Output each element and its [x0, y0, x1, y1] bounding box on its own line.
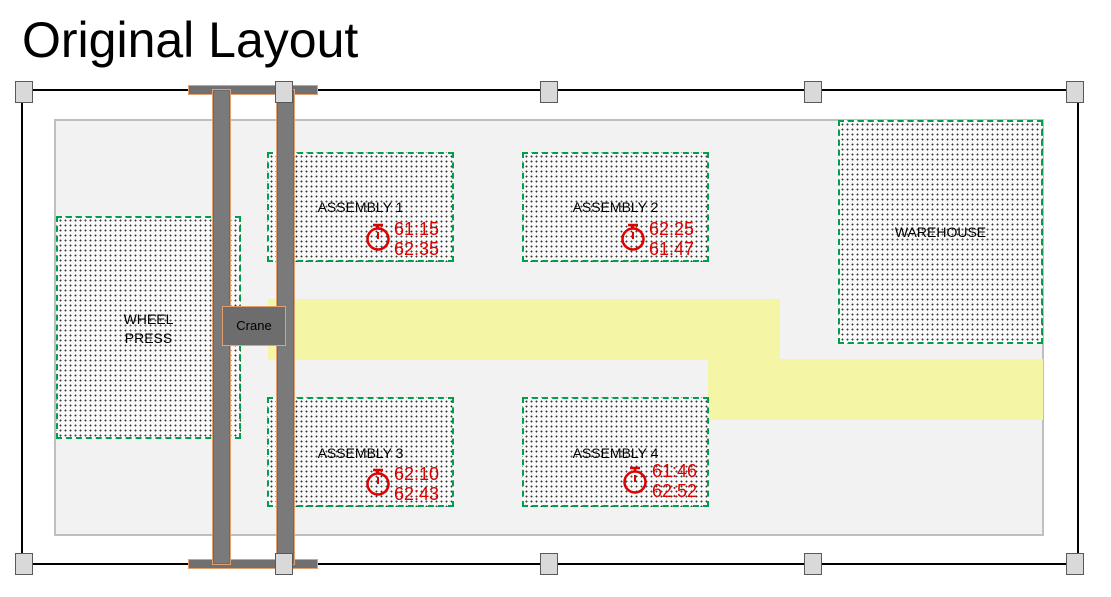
resize-handle-icon[interactable] — [1066, 553, 1084, 575]
zone-label: WHEEL PRESS — [123, 311, 174, 346]
resize-handle-icon[interactable] — [804, 553, 822, 575]
flow-path-upper — [268, 299, 780, 360]
cycle-time-2: 62:43 — [394, 484, 440, 504]
zone-assembly-4[interactable]: ASSEMBLY 4 61:46 62:52 — [522, 397, 709, 507]
resize-handle-icon[interactable] — [804, 81, 822, 103]
zone-assembly-2[interactable]: ASSEMBLY 2 62:25 61:47 — [522, 152, 709, 262]
zone-wheel-press[interactable]: WHEEL PRESS — [56, 216, 241, 439]
zone-label: WAREHOUSE — [894, 224, 987, 240]
resize-handle-icon[interactable] — [540, 553, 558, 575]
resize-handle-icon[interactable] — [1066, 81, 1084, 103]
cycle-time-1: 61:46 — [652, 461, 698, 481]
stopwatch-icon — [366, 468, 390, 496]
zone-label: ASSEMBLY 1 — [317, 199, 404, 215]
stopwatch-icon — [366, 223, 390, 251]
cycle-times: 62:10 62:43 — [394, 464, 439, 504]
cycle-time-2: 62:52 — [652, 481, 698, 501]
cycle-times: 61:46 62:52 — [652, 461, 697, 501]
resize-handle-icon[interactable] — [275, 553, 293, 575]
resize-handle-icon[interactable] — [15, 553, 33, 575]
cycle-times: 61:15 62:35 — [394, 219, 439, 259]
cycle-time-2: 62:35 — [394, 239, 440, 259]
crane-trolley[interactable]: Crane — [222, 306, 286, 346]
zone-label: ASSEMBLY 4 — [572, 445, 659, 461]
cycle-time-1: 62:10 — [394, 464, 440, 484]
zone-warehouse[interactable]: WAREHOUSE — [838, 120, 1043, 344]
zone-assembly-1[interactable]: ASSEMBLY 1 61:15 62:35 — [267, 152, 454, 262]
cycle-time-2: 61:47 — [649, 239, 695, 259]
flow-path-lower — [708, 359, 1043, 420]
cycle-time-1: 61:15 — [394, 219, 440, 239]
zone-label: ASSEMBLY 2 — [572, 199, 659, 215]
cycle-times: 62:25 61:47 — [649, 219, 694, 259]
resize-handle-icon[interactable] — [15, 81, 33, 103]
resize-handle-icon[interactable] — [275, 81, 293, 103]
crane-rail-bottom — [188, 559, 318, 569]
stopwatch-icon — [623, 466, 647, 494]
page-title: Original Layout — [22, 12, 359, 68]
zone-assembly-3[interactable]: ASSEMBLY 3 62:10 62:43 — [267, 397, 454, 507]
crane-rail-top — [188, 85, 318, 95]
zone-label: ASSEMBLY 3 — [317, 445, 404, 461]
stopwatch-icon — [621, 223, 645, 251]
cycle-time-1: 62:25 — [649, 219, 695, 239]
resize-handle-icon[interactable] — [540, 81, 558, 103]
